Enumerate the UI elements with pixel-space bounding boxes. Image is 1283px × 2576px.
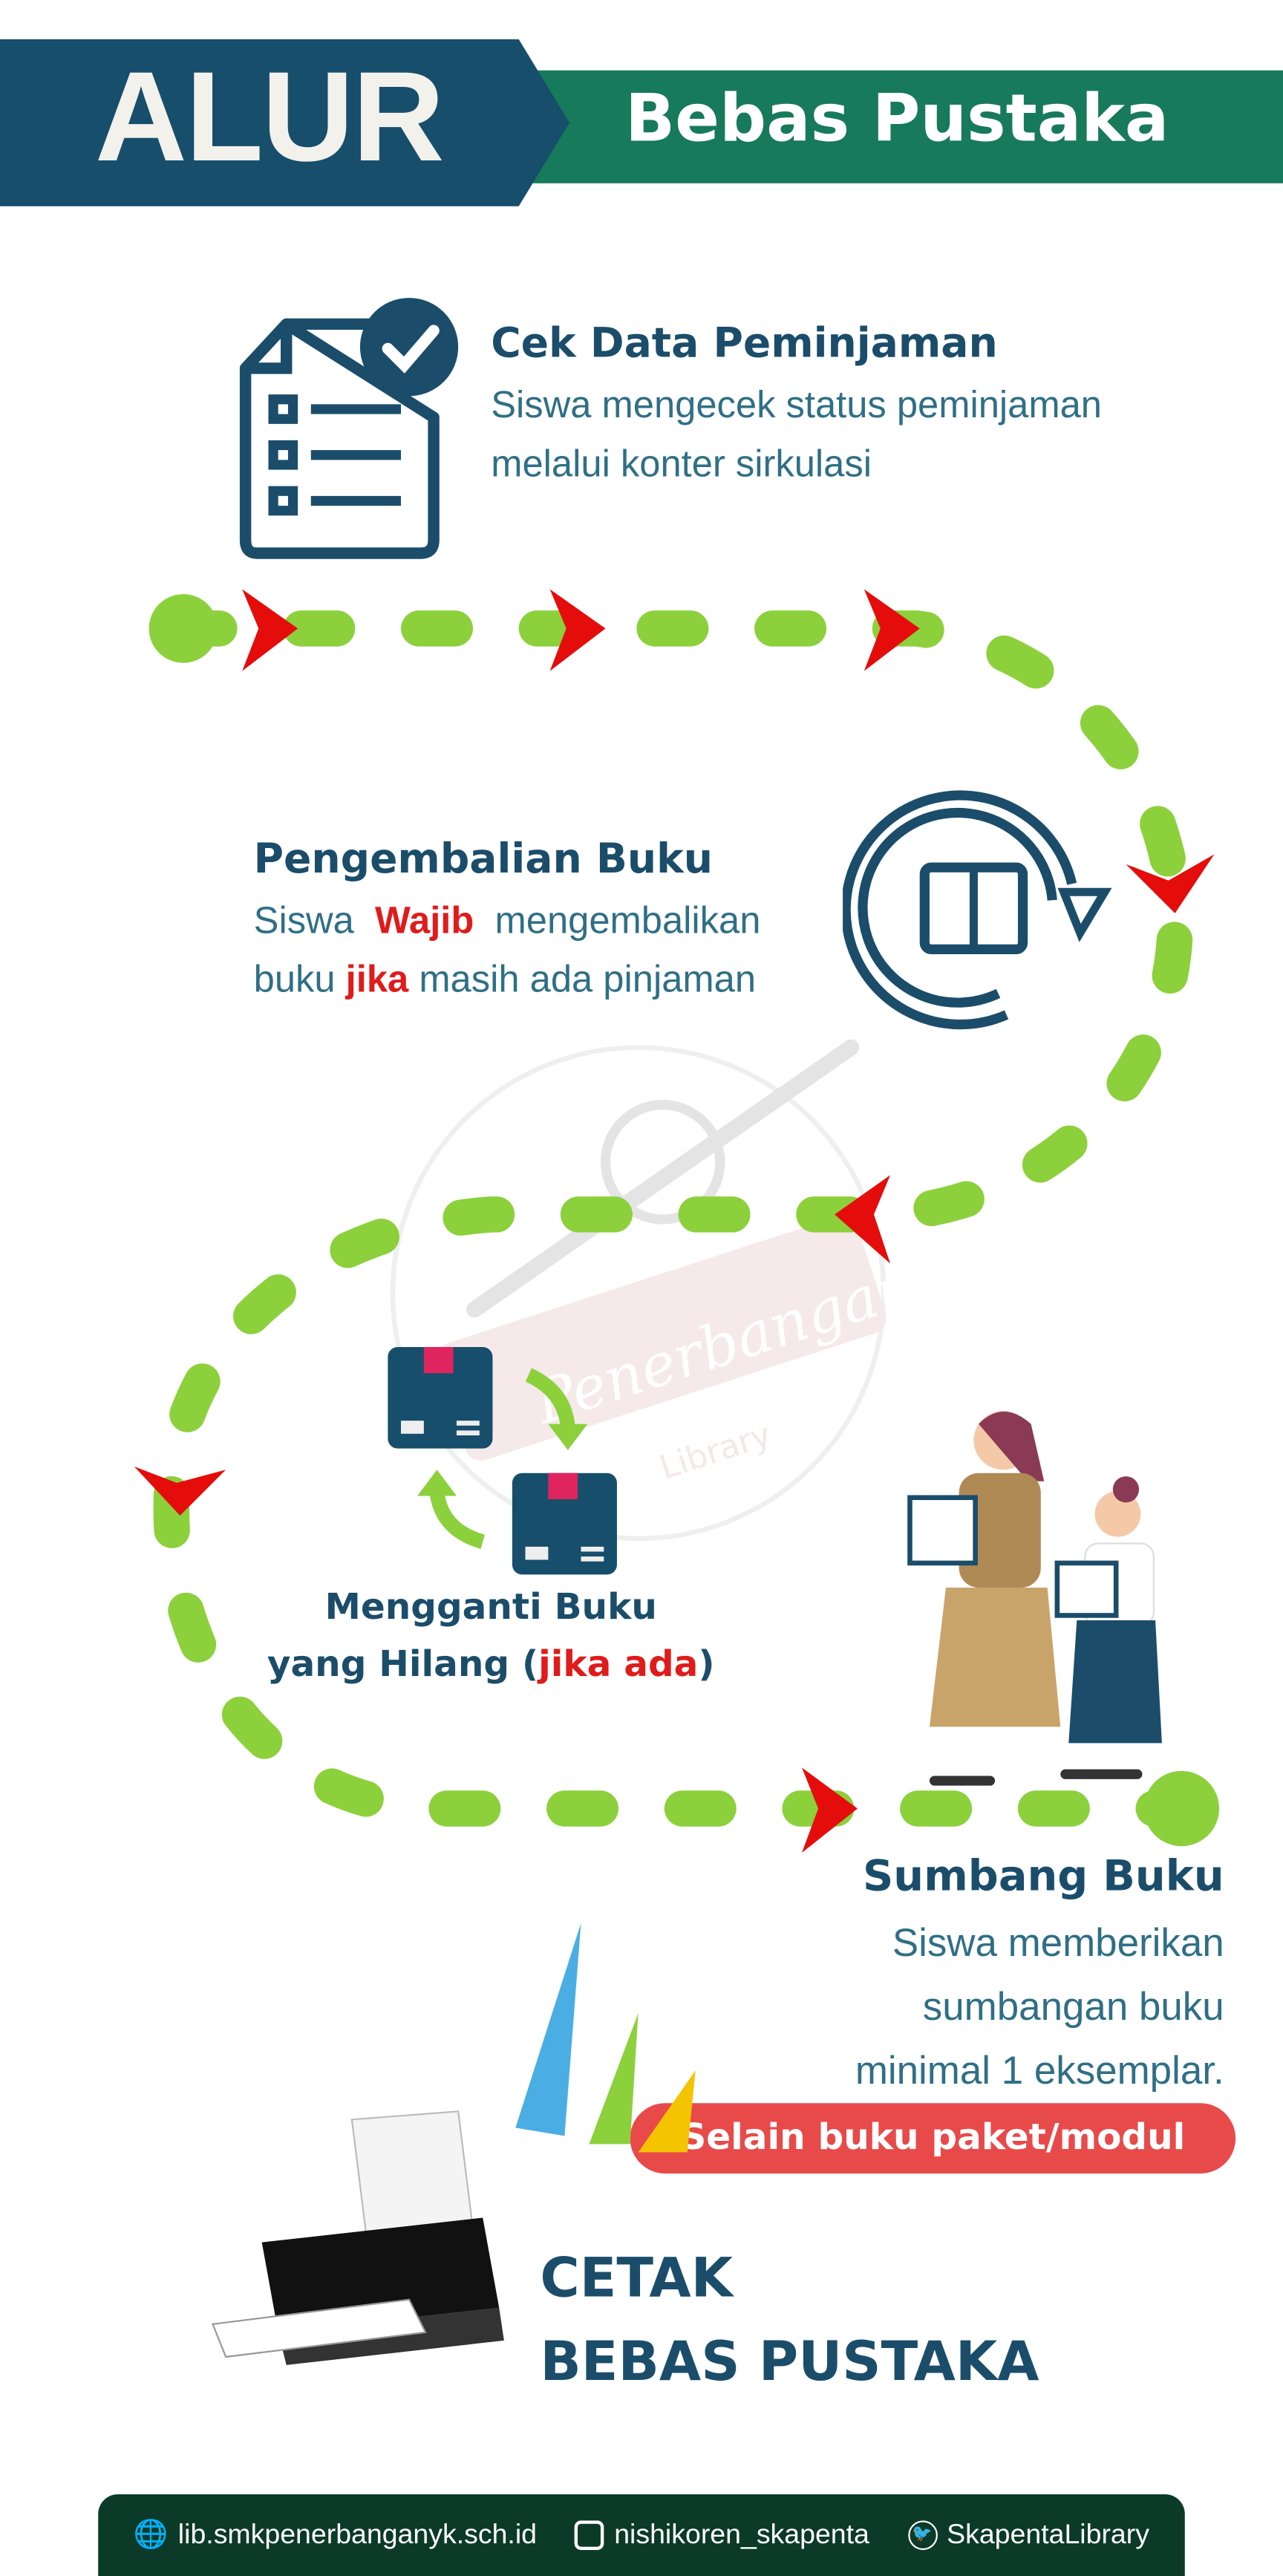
text: ): [698, 1645, 715, 1686]
header-green-band: [491, 70, 1283, 183]
path-start-dot: [148, 594, 218, 663]
swap-boxes-icon: [388, 1346, 617, 1575]
step5-title-line2: BEBAS PUSTAKA: [540, 2329, 1039, 2393]
globe-icon: 🌐: [133, 2519, 169, 2550]
header-banner: [0, 39, 1283, 206]
instagram-icon: [575, 2520, 604, 2550]
emphasis-wajib: Wajib: [375, 899, 474, 942]
step5-title-line1: CETAK: [540, 2246, 734, 2309]
step4-note-badge: Selain buku paket/modul: [630, 2103, 1236, 2174]
header-title-main: ALUR: [94, 44, 445, 189]
arrow-down-icon: [134, 1466, 226, 1516]
step2-desc-line1: Siswa Wajib mengembalikan: [254, 899, 761, 943]
arrow-right-icon: [802, 1767, 858, 1853]
text: buku: [253, 957, 336, 1000]
text: mengembalikan: [494, 899, 761, 942]
step3-title-line1: Mengganti Buku: [324, 1587, 657, 1629]
text: masih ada pinjaman: [419, 957, 757, 1000]
footer-instagram[interactable]: nishikoren_skapenta: [575, 2519, 869, 2551]
emphasis-jika: jika: [345, 957, 409, 1000]
checklist-icon: [239, 298, 459, 559]
step2-desc-line2: buku jika masih ada pinjaman: [254, 957, 756, 1002]
step1-desc-line1: Siswa mengecek status peminjaman: [491, 382, 1103, 426]
watermark-logo: Penerbangan 1969 Library: [390, 1039, 900, 1542]
arrow-left-icon: [835, 1175, 891, 1264]
footer-twitter[interactable]: 🐦 SkapentaLibrary: [907, 2519, 1149, 2551]
arrow-down-icon: [1126, 854, 1215, 913]
printer-illustration: [211, 1923, 696, 2365]
website-link[interactable]: lib.smkpenerbanganyk.sch.id: [177, 2519, 538, 2550]
footer-website[interactable]: 🌐 lib.smkpenerbanganyk.sch.id: [134, 2519, 537, 2551]
step1-desc-line2: melalui konter sirkulasi: [491, 442, 872, 485]
step4-desc-line1: Siswa memberikan: [892, 1921, 1224, 1966]
text: yang Hilang (: [267, 1645, 539, 1686]
step4-desc-line2: sumbangan buku: [922, 1985, 1224, 2030]
emphasis-jika-ada: jika ada: [538, 1645, 699, 1686]
dashed-path: [153, 610, 1200, 1827]
step4-desc-line3: minimal 1 eksemplar.: [855, 2049, 1224, 2094]
header-title-sub: Bebas Pustaka: [624, 82, 1169, 157]
instagram-handle[interactable]: nishikoren_skapenta: [614, 2519, 869, 2550]
footer-bar: 🌐 lib.smkpenerbanganyk.sch.id nishikoren_…: [98, 2494, 1185, 2576]
text: Siswa: [253, 899, 354, 942]
twitter-icon: 🐦: [907, 2520, 937, 2550]
book-return-icon: [843, 790, 1112, 1030]
step2-title: Pengembalian Buku: [253, 835, 713, 883]
step4-title: Sumbang Buku: [863, 1853, 1224, 1902]
people-carrying-books-illustration: [907, 1410, 1162, 1786]
arrow-right-icon: [242, 589, 298, 671]
arrow-right-icon: [864, 589, 920, 671]
path-end-dot: [1143, 1770, 1220, 1847]
arrow-right-icon: [549, 589, 606, 671]
step1-title: Cek Data Peminjaman: [491, 319, 998, 367]
header-navy-arrow: [0, 39, 570, 206]
step3-title-line2: yang Hilang (jika ada): [246, 1645, 737, 1686]
twitter-handle[interactable]: SkapentaLibrary: [947, 2519, 1150, 2550]
